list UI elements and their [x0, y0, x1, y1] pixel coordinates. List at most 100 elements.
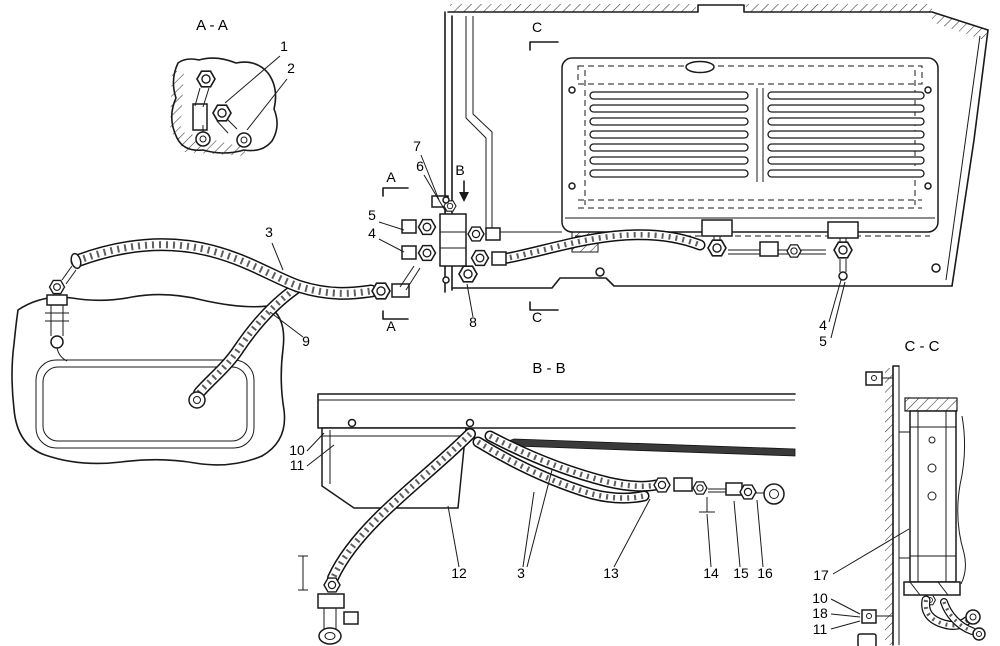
- callout-10-bb-label: 10: [289, 442, 305, 458]
- cut-mark-c-bottom-bracket: [529, 301, 559, 311]
- fitting-union: [50, 335, 64, 349]
- callout-12-label: 12: [451, 565, 467, 581]
- hex-fitting: [417, 244, 437, 262]
- aa-hatch-left: [170, 70, 184, 140]
- callout-3-label: 3: [265, 224, 273, 240]
- section-bb-title: B - B: [532, 360, 565, 377]
- cc-wall: [892, 365, 900, 646]
- hex-fitting-right: [833, 241, 853, 259]
- tank-body-inner: [42, 366, 248, 442]
- hose-9: [188, 283, 301, 409]
- leader-16: [756, 499, 764, 568]
- leader-10-cc: [830, 598, 861, 615]
- leader-15: [733, 500, 741, 568]
- louver-grille-right: [767, 91, 925, 178]
- bb-tube: [708, 488, 726, 493]
- coupler: [485, 227, 501, 241]
- bb-elbow-tube: [323, 608, 337, 630]
- bb-hose-lower-core: [474, 438, 648, 503]
- cc-panel-wavy-edge: [957, 415, 966, 585]
- heater-assembly: [561, 57, 939, 244]
- hex-fitting: [458, 265, 478, 283]
- bb-pin: [298, 555, 308, 591]
- leader-7: [420, 154, 440, 201]
- aa-link-arms: [194, 87, 238, 134]
- callout-13-label: 13: [603, 565, 619, 581]
- callout-16-label: 16: [757, 565, 773, 581]
- heater-mount-left: [701, 219, 733, 237]
- bb-floor-plate: [317, 393, 796, 429]
- cc-core-hole: [927, 463, 937, 473]
- cc-elbow-end: [965, 609, 981, 625]
- bb-rivet: [465, 418, 475, 428]
- section-aa-title: A - A: [196, 17, 228, 34]
- manifold-lines: [440, 231, 466, 249]
- grille-divider: [756, 88, 764, 182]
- heater-screw: [924, 182, 932, 190]
- hose-3: [70, 238, 410, 300]
- aa-cut-boundary: [170, 57, 278, 154]
- body-duct-channel: [465, 16, 562, 233]
- hex-fitting: [707, 239, 727, 257]
- leader-3: [271, 242, 284, 271]
- hex-fitting: [739, 484, 757, 500]
- body-screw: [595, 267, 605, 277]
- hex-fitting: [470, 249, 490, 267]
- port-stub: [401, 245, 417, 260]
- callout-18-label: 18: [812, 605, 828, 621]
- callout-4-left-label: 4: [368, 225, 376, 241]
- fitting-into-tank: [56, 347, 68, 362]
- cc-bottom-bracket: [903, 581, 961, 596]
- bb-hose-left-texture: [330, 431, 473, 580]
- bb-rivet: [347, 418, 357, 428]
- leader-2: [246, 78, 288, 131]
- bb-coupler: [673, 477, 693, 492]
- heater-handle: [685, 60, 715, 74]
- section-aa-detail: A - A 1 2: [170, 17, 295, 156]
- callout-8-label: 8: [469, 314, 477, 330]
- bb-side-stub: [343, 611, 359, 625]
- section-cc-view: C - C 17 10: [812, 338, 986, 646]
- leader-10-bb: [306, 432, 325, 452]
- cc-elbow-end: [972, 627, 986, 641]
- bolt: [442, 276, 450, 284]
- section-cc-title: C - C: [905, 338, 940, 355]
- cc-elbow-end-bore: [969, 613, 977, 621]
- tank-inlet-fitting: [45, 265, 77, 362]
- hex-bolt: [196, 70, 216, 88]
- port-stub: [401, 219, 417, 234]
- callout-2-label: 2: [287, 60, 295, 76]
- leader-9: [269, 311, 304, 338]
- cut-mark-a-top-bracket: [382, 187, 409, 197]
- bb-flange: [318, 627, 342, 645]
- body-screw: [931, 263, 941, 273]
- fitting-link: [61, 265, 77, 285]
- bb-coupler: [725, 482, 743, 496]
- cc-wall-fitting-bolt: [866, 613, 872, 619]
- leader-3-bb-b: [526, 469, 553, 568]
- cut-mark-c-bottom: C: [532, 309, 542, 325]
- tank-body-outer: [35, 359, 255, 449]
- bb-hose-upper-texture: [488, 433, 657, 489]
- heater-hidden-lines: [578, 70, 922, 209]
- cc-wall-fitting: [861, 609, 877, 624]
- cc-core-hole: [927, 491, 937, 501]
- leader-1: [224, 55, 281, 104]
- bb-support-rod: [499, 438, 796, 457]
- leader-13: [613, 498, 651, 568]
- hex-fitting: [323, 577, 341, 593]
- bb-elbow-body: [317, 593, 345, 609]
- cc-top-bracket: [865, 371, 883, 386]
- leader-14: [706, 513, 712, 568]
- cc-core-cap: [904, 397, 958, 412]
- cut-mark-c-top-bracket: [529, 41, 559, 51]
- cc-elbow-hose-2-core: [941, 599, 975, 634]
- heater-mount-right: [827, 221, 859, 239]
- main-view-callouts: 7 6 5 4 3 8 9 4 5: [265, 138, 846, 349]
- bolt: [442, 196, 450, 204]
- engine-compartment-hose: [497, 229, 853, 281]
- louver-grille-left: [589, 91, 749, 178]
- hose-9-union: [188, 391, 206, 409]
